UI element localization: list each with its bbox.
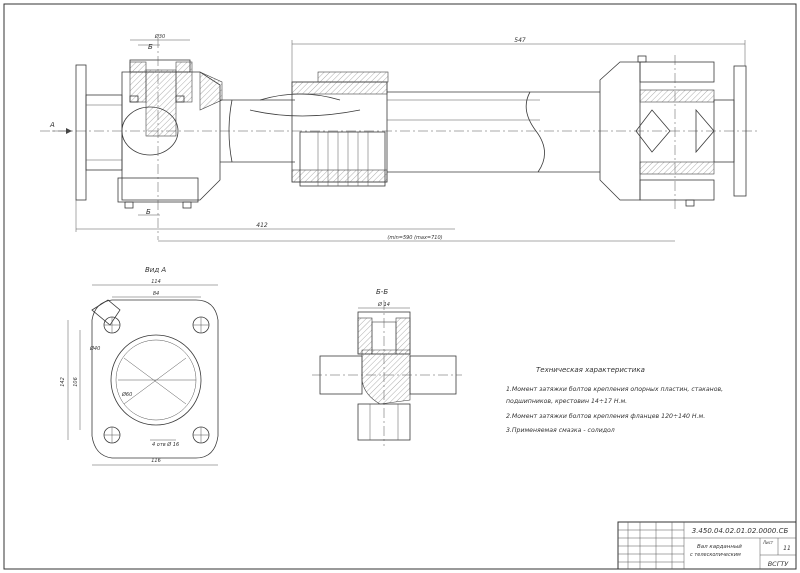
dim-top-small: Ø30	[154, 33, 165, 40]
notes-line-2: подшипников, крестовин 14÷17 Н.м.	[506, 398, 627, 405]
view-a-flange	[67, 284, 219, 466]
section-bb-title: Б-Б	[376, 288, 388, 296]
tb-org: ВСГТУ	[768, 560, 790, 568]
tb-sheet-value: 11	[783, 545, 791, 552]
dim-bore: Ø60	[121, 391, 132, 398]
dim-flange-inner-height: 106	[73, 377, 79, 387]
view-a-title: Вид А	[145, 266, 166, 274]
dim-overall-length: 547	[514, 37, 526, 44]
tb-name-line-2: с телескопическим	[690, 552, 741, 558]
tb-sheet-label: Лист	[762, 540, 774, 545]
dim-range-length: (min=590 (max=710)	[387, 235, 442, 241]
dim-412: 412	[256, 222, 268, 229]
title-block	[617, 521, 797, 570]
dim-flange-inner: 84	[153, 291, 159, 297]
notes-line-4: 3.Применяемая смазка - солидол	[506, 427, 615, 434]
label-section-b-top: Б	[148, 43, 153, 51]
notes-line-3: 2.Момент затяжки болтов крепления фланце…	[506, 412, 705, 420]
dim-flange-height: 142	[60, 377, 66, 387]
dim-pilot: Ø40	[89, 345, 100, 352]
dim-cross-width: Ø 14	[377, 301, 390, 308]
tb-name-line-1: Вал карданный	[697, 544, 742, 550]
technical-notes: Техническая характеристика 1.Момент затя…	[506, 366, 723, 434]
section-bb-cross	[312, 300, 462, 446]
notes-line-1: 1.Момент затяжки болтов крепления опорны…	[506, 385, 723, 393]
notes-heading: Техническая характеристика	[536, 366, 645, 374]
label-view-a: А	[49, 121, 55, 129]
dim-flange-bottom: 116	[151, 458, 161, 464]
sheet-frame	[3, 3, 797, 570]
dim-flange-width: 114	[151, 279, 161, 285]
main-dimensions	[52, 39, 746, 242]
tb-designation: 3.450.04.02.01.02.0000.СБ	[692, 527, 789, 535]
main-view-shaft	[40, 38, 760, 240]
label-section-b-bottom: Б	[146, 208, 151, 216]
dim-holes: 4 отв Ø 16	[152, 441, 179, 448]
